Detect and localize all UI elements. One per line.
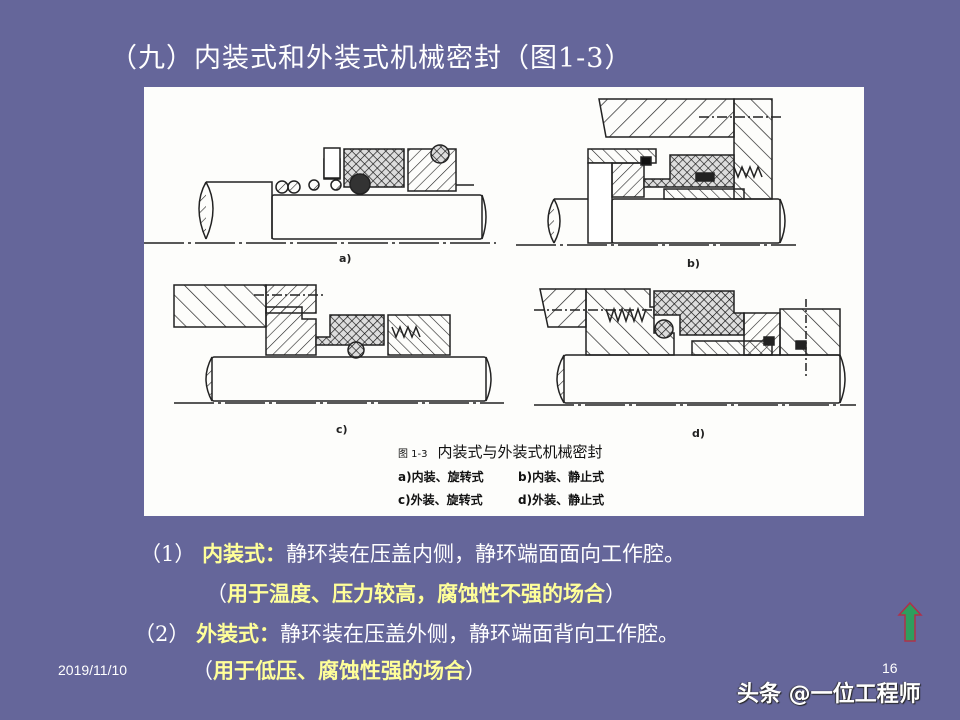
note-close-paren: ） xyxy=(605,582,626,606)
point-2-note: （用于低压、腐蚀性强的场合） xyxy=(192,655,486,685)
point-2-term: 外装式： xyxy=(196,622,281,646)
note-open-paren: （ xyxy=(192,659,213,683)
point-1: （1） 内装式：静环装在压盖内侧，静环端面面向工作腔。 xyxy=(140,538,685,568)
caption-legend-row: c)外装、旋转式 d)外装、静止式 xyxy=(398,491,604,508)
caption-title: 内装式与外装式机械密封 xyxy=(437,443,603,461)
seal-diagram-figure: a) b) xyxy=(144,87,864,516)
note-open-paren: （ xyxy=(206,582,227,606)
point-2-note-text: 用于低压、腐蚀性强的场合 xyxy=(213,659,465,683)
legend-d: d)外装、静止式 xyxy=(518,493,605,507)
diagram-a xyxy=(144,144,496,244)
caption-number: 图 1-3 xyxy=(398,449,428,460)
diagram-a-label: a) xyxy=(339,252,351,265)
point-1-term: 内装式： xyxy=(202,542,287,566)
diagram-d xyxy=(534,288,856,406)
note-close-paren: ） xyxy=(465,659,486,683)
footer-date: 2019/11/10 xyxy=(58,662,128,678)
point-2-description: 静环装在压盖外侧，静环端面背向工作腔。 xyxy=(280,622,680,646)
slide-title: （九）内装式和外装式机械密封（图1-3） xyxy=(110,43,633,74)
diagram-c xyxy=(173,284,504,404)
page-number: 16 xyxy=(882,660,898,676)
diagram-b-label: b) xyxy=(687,257,700,270)
point-1-note-text: 用于温度、压力较高，腐蚀性不强的场合 xyxy=(227,582,605,606)
diagram-b xyxy=(516,98,796,246)
point-2: （2） 外装式：静环装在压盖外侧，静环端面背向工作腔。 xyxy=(134,618,679,648)
legend-a: a)内装、旋转式 xyxy=(398,470,484,484)
legend-b: b)内装、静止式 xyxy=(518,470,605,484)
figure-caption: 图 1-3 内装式与外装式机械密封 a)内装、旋转式 b)内装、静止式 c)外装、旋… xyxy=(398,441,604,508)
mechanical-seal-drawings: a) b) xyxy=(144,98,856,440)
point-1-note: （用于温度、压力较高，腐蚀性不强的场合） xyxy=(206,578,626,608)
caption-legend-row: a)内装、旋转式 b)内装、静止式 xyxy=(398,468,604,485)
diagram-c-label: c) xyxy=(336,423,348,436)
watermark: 头条 @一位工程师 xyxy=(737,682,921,707)
diagram-d-label: d) xyxy=(692,427,705,440)
legend-c: c)外装、旋转式 xyxy=(398,493,483,507)
point-2-number: （2） xyxy=(134,622,190,646)
up-arrow-icon[interactable] xyxy=(897,601,923,643)
point-1-description: 静环装在压盖内侧，静环端面面向工作腔。 xyxy=(286,542,686,566)
point-1-number: （1） xyxy=(140,542,196,566)
